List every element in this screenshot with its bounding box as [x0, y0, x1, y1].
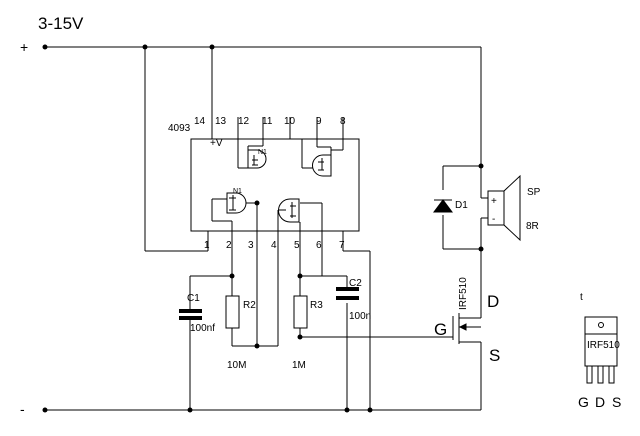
mosfet-gate-label: G — [434, 320, 447, 339]
gate-label-top-left: N1 — [258, 149, 267, 156]
resistor-r2 — [225, 295, 240, 329]
resistor-r3 — [293, 295, 308, 329]
r2-name: R2 — [243, 300, 256, 311]
capacitor-c2-plate-bottom — [336, 296, 359, 300]
package-corner-mark: t — [580, 292, 583, 303]
supply-voltage-label: 3-15V — [38, 14, 84, 33]
capacitor-c1-plate-bottom — [179, 316, 202, 320]
ic-pin-9: 9 — [316, 116, 322, 127]
ic-pin-4: 4 — [271, 240, 277, 251]
nand-gate-top-right — [312, 154, 332, 177]
irf510-package-tab — [584, 316, 618, 335]
capacitor-c1-plate-top — [179, 309, 202, 313]
negative-rail-label: - — [20, 401, 25, 417]
mosfet-drain-label: D — [487, 292, 499, 311]
c2-name: C2 — [349, 278, 362, 289]
mosfet-part-label: IRF510 — [458, 277, 469, 310]
r3-value: 1M — [292, 360, 306, 371]
ic-pin-2: 2 — [226, 240, 232, 251]
ic-pin-3: 3 — [248, 240, 254, 251]
ic-pin-8: 8 — [340, 116, 346, 127]
r3-name: R3 — [310, 300, 323, 311]
positive-rail-label: + — [20, 39, 28, 55]
speaker-value: 8R — [526, 221, 539, 232]
ic-pin-5: 5 — [294, 240, 300, 251]
nand-gate-top-left — [247, 149, 267, 169]
diode-d1 — [433, 199, 453, 213]
d1-name: D1 — [455, 200, 468, 211]
ic-part-label: 4093 — [168, 123, 191, 134]
mosfet-source-label: S — [489, 346, 500, 365]
speaker-minus: - — [492, 214, 495, 225]
package-pin-d: D — [595, 394, 605, 410]
package-pin-s: S — [612, 394, 621, 410]
ic-pin-10: 10 — [284, 116, 296, 127]
package-part-label: IRF510 — [587, 340, 620, 351]
junction-dots — [42, 44, 484, 413]
ic-4093-body — [190, 138, 360, 232]
ic-pin-12: 12 — [238, 116, 250, 127]
c1-value: 100nf — [190, 323, 215, 334]
ic-pin-7: 7 — [339, 240, 345, 251]
c2-value: 100n — [349, 311, 371, 322]
c1-name: C1 — [187, 293, 200, 304]
ic-pin-14: 14 — [194, 116, 206, 127]
ic-vplus-label: +V — [210, 138, 223, 149]
nand-gate-bottom-right — [278, 198, 300, 223]
package-pin-g: G — [578, 394, 589, 410]
gate-label-bottom-left: N1 — [233, 188, 242, 195]
r2-value: 10M — [227, 360, 246, 371]
speaker-name: SP — [527, 187, 541, 198]
nand-gate-bottom-left — [226, 192, 247, 214]
ic-pin-1: 1 — [204, 240, 210, 251]
ic-pin-6: 6 — [316, 240, 322, 251]
capacitor-c2-plate-top — [336, 287, 359, 291]
speaker-plus: + — [491, 196, 497, 207]
ic-pin-11: 11 — [262, 116, 273, 127]
ic-pin-13: 13 — [215, 116, 227, 127]
